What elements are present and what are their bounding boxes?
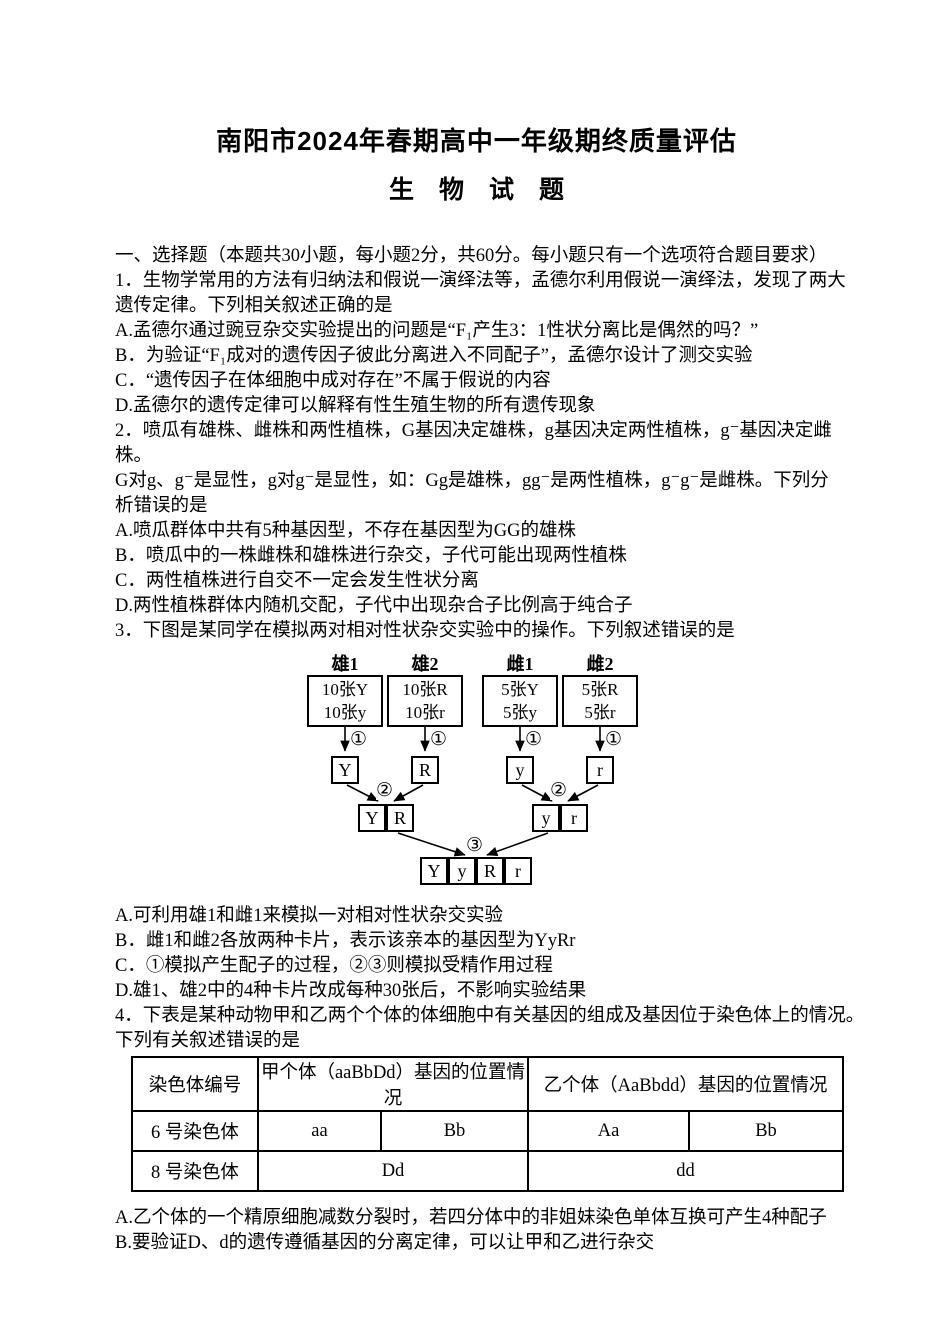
header-chromosome-number: 染色体编号 xyxy=(131,1056,259,1112)
row-6-cell-3: Aa xyxy=(527,1110,690,1152)
question-4-stem-line-1: 4．下表是某种动物甲和乙两个个体的体细胞中有关基因的组成及基因位于染色体上的情况… xyxy=(115,1006,865,1026)
parent-label-female-2: 雌2 xyxy=(586,654,614,674)
question-1-option-b: B．为验证“F₁成对的遗传因子彼此分离进入不同配子”，孟德尔设计了测交实验 xyxy=(115,346,753,366)
question-4-option-a: A.乙个体的一个精原细胞减数分裂时，若四分体中的非姐妹染色单体互换可产生4种配子 xyxy=(115,1208,827,1228)
row-8-cell-2: dd xyxy=(526,1150,845,1192)
card-box-male-2-line-2: 10张r xyxy=(405,703,445,722)
parent-label-male-2: 雄2 xyxy=(411,654,439,674)
gene-location-table: 染色体编号 甲个体（aaBbDd）基因的位置情况 乙个体（AaBbdd）基因的位… xyxy=(131,1056,845,1192)
row-6-cell-1: aa xyxy=(257,1110,382,1152)
question-2-stem-line-1: 2．喷瓜有雄株、雌株和两性植株，G基因决定雄株，g基因决定两性植株，g⁻基因决定… xyxy=(115,421,832,441)
question-2-stem-line-2: 株。 xyxy=(115,446,153,466)
parent-label-female-1: 雌1 xyxy=(506,654,534,674)
question-3-option-b: B．雌1和雌2各放两种卡片，表示该亲本的基因型为YyRr xyxy=(115,931,576,951)
question-2-stem-line-4: 析错误的是 xyxy=(115,496,208,516)
card-box-male-1: 10张Y 10张y xyxy=(307,675,383,727)
table-row-chromosome-8: 8 号染色体 Dd dd xyxy=(131,1150,845,1192)
row-8-cell-1: Dd xyxy=(257,1150,529,1192)
step-1-badge: ① xyxy=(605,729,623,750)
table-header-row: 染色体编号 甲个体（aaBbDd）基因的位置情况 乙个体（AaBbdd）基因的位… xyxy=(131,1056,845,1112)
card-box-female-2-line-1: 5张R xyxy=(581,680,619,699)
step-1-badge: ① xyxy=(430,729,448,750)
card-box-female-2-line-2: 5张r xyxy=(584,703,616,722)
question-3-option-a: A.可利用雄1和雌1来模拟一对相对性状杂交实验 xyxy=(115,906,503,926)
question-1-option-a: A.孟德尔通过豌豆杂交实验提出的问题是“F₁产生3：1性状分离比是偶然的吗？” xyxy=(115,321,759,341)
parent-label-male-1: 雄1 xyxy=(331,654,359,674)
final-card-R: R xyxy=(476,857,504,885)
card-box-female-2: 5张R 5张r xyxy=(562,675,638,727)
card-box-male-1-line-1: 10张Y xyxy=(321,680,369,699)
card-box-male-2-line-1: 10张R xyxy=(402,680,448,699)
pair-card-r: r xyxy=(560,804,588,832)
page-content: 南阳市2024年春期高中一年级期终质量评估 生 物 试 题 一、选择题（本题共3… xyxy=(115,126,865,1253)
final-card-y: y xyxy=(448,857,476,885)
gamete-card-r: r xyxy=(586,756,614,784)
question-3-option-d: D.雄1、雄2中的4种卡片改成每种30张后，不影响实验结果 xyxy=(115,981,587,1001)
page-subtitle: 生 物 试 题 xyxy=(388,177,564,204)
card-box-female-1: 5张Y 5张y xyxy=(482,675,558,727)
page-title: 南阳市2024年春期高中一年级期终质量评估 xyxy=(216,126,737,156)
header-individual-jia: 甲个体（aaBbDd）基因的位置情况 xyxy=(257,1056,529,1112)
card-box-female-1-line-1: 5张Y xyxy=(501,680,539,699)
pair-card-y: y xyxy=(532,804,560,832)
step-3-badge: ③ xyxy=(466,835,484,856)
question-1-option-c: C．“遗传因子在体细胞中成对存在”不属于假说的内容 xyxy=(115,371,551,391)
question-3-stem: 3．下图是某同学在模拟两对相对性状杂交实验中的操作。下列叙述错误的是 xyxy=(115,621,735,641)
question-4-stem-line-2: 下列有关叙述错误的是 xyxy=(115,1031,301,1051)
question-2-stem-line-3: G对g、g⁻是显性，g对g⁻是显性，如：Gg是雄株，gg⁻是两性植株，g⁻g⁻是… xyxy=(115,471,829,491)
row-6-cell-4: Bb xyxy=(687,1110,845,1152)
final-card-r: r xyxy=(504,857,532,885)
step-1-badge: ① xyxy=(350,729,368,750)
question-1-stem-line-1: 1．生物学常用的方法有归纳法和假说一演绎法等，孟德尔利用假说一演绎法，发现了两大 xyxy=(115,271,846,291)
cross-simulation-diagram: 雄1 雄2 雌1 雌2 10张Y 10张y 10张R 10张r 5张Y 5张y … xyxy=(280,654,680,890)
final-card-Y: Y xyxy=(420,857,448,885)
card-box-male-2: 10张R 10张r xyxy=(387,675,463,727)
pair-card-Y: Y xyxy=(358,804,386,832)
question-1-stem-line-2: 遗传定律。下列相关叙述正确的是 xyxy=(115,296,393,316)
row-8-label: 8 号染色体 xyxy=(131,1150,259,1192)
section-header: 一、选择题（本题共30小题，每小题2分，共60分。每小题只有一个选项符合题目要求… xyxy=(115,246,828,266)
header-individual-yi: 乙个体（AaBbdd）基因的位置情况 xyxy=(526,1056,845,1112)
question-4-option-b: B.要验证D、d的遗传遵循基因的分离定律，可以让甲和乙进行杂交 xyxy=(115,1233,655,1253)
gamete-card-y: y xyxy=(506,756,534,784)
question-2-option-d: D.两性植株群体内随机交配，子代中出现杂合子比例高于纯合子 xyxy=(115,596,633,616)
table-row-chromosome-6: 6 号染色体 aa Bb Aa Bb xyxy=(131,1110,845,1152)
row-6-cell-2: Bb xyxy=(380,1110,529,1152)
question-2-option-b: B．喷瓜中的一株雌株和雄株进行杂交，子代可能出现两性植株 xyxy=(115,546,627,566)
gamete-card-R: R xyxy=(411,756,439,784)
question-2-option-c: C．两性植株进行自交不一定会发生性状分离 xyxy=(115,571,479,591)
step-1-badge: ① xyxy=(525,729,543,750)
question-1-option-d: D.孟德尔的遗传定律可以解释有性生殖生物的所有遗传现象 xyxy=(115,396,596,416)
pair-card-R: R xyxy=(386,804,414,832)
row-6-label: 6 号染色体 xyxy=(131,1110,259,1152)
question-2-option-a: A.喷瓜群体中共有5种基因型，不存在基因型为GG的雄株 xyxy=(115,521,576,541)
question-3-option-c: C．①模拟产生配子的过程，②③则模拟受精作用过程 xyxy=(115,956,553,976)
step-2-badge: ② xyxy=(376,780,394,801)
step-2-badge: ② xyxy=(550,780,568,801)
card-box-female-1-line-2: 5张y xyxy=(503,703,537,722)
card-box-male-1-line-2: 10张y xyxy=(323,703,367,722)
diagram-arrow-lines xyxy=(340,727,605,857)
gamete-card-Y: Y xyxy=(331,756,359,784)
